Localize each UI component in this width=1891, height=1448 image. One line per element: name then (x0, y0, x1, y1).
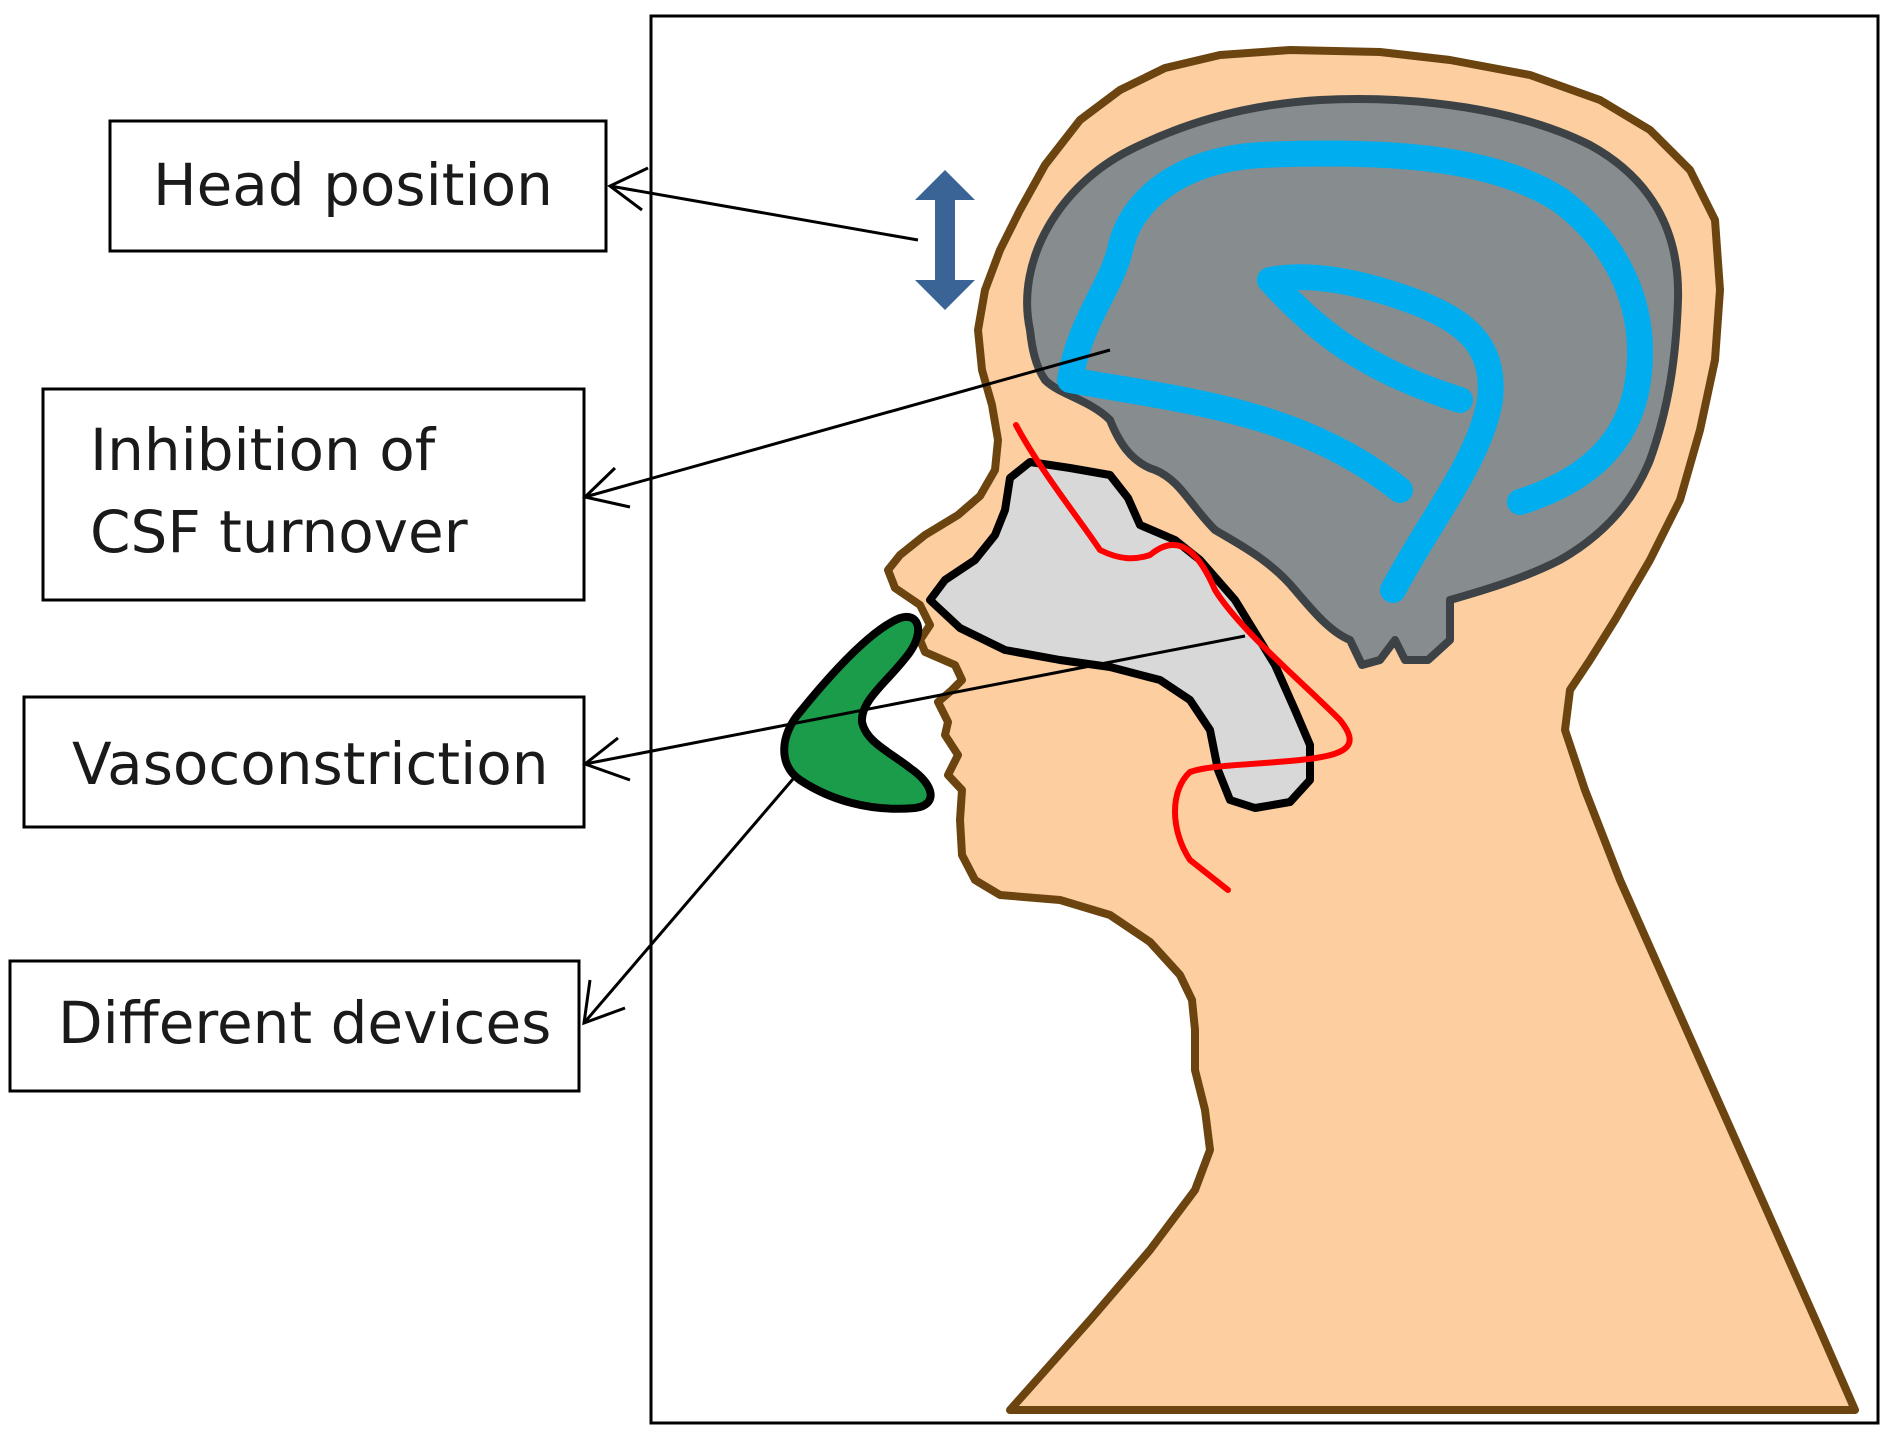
label-inhibition-csf: Inhibition of CSF turnover (41, 387, 586, 602)
label-head-position-text: Head position (153, 151, 553, 219)
label-vasoconstriction: Vasoconstriction (22, 695, 586, 829)
label-different-devices-text: Different devices (58, 989, 551, 1057)
label-head-position: Head position (108, 119, 608, 253)
label-vasoconstriction-text: Vasoconstriction (72, 730, 548, 798)
pointer-head-position (607, 166, 919, 242)
label-different-devices: Different devices (8, 959, 581, 1093)
ventricles (1057, 140, 1653, 603)
pointer-different-devices (582, 778, 795, 1026)
vertical-double-arrow-icon (915, 170, 975, 310)
nasal-cavity (926, 458, 1314, 812)
nerve-path (1013, 422, 1353, 893)
label-inhibition-line1: Inhibition of (90, 416, 437, 484)
pointer-vasoconstriction (581, 634, 1246, 782)
brain (1023, 95, 1683, 669)
nasal-device (780, 612, 935, 813)
label-inhibition-line2: CSF turnover (90, 498, 468, 566)
pointer-inhibition (581, 348, 1111, 509)
